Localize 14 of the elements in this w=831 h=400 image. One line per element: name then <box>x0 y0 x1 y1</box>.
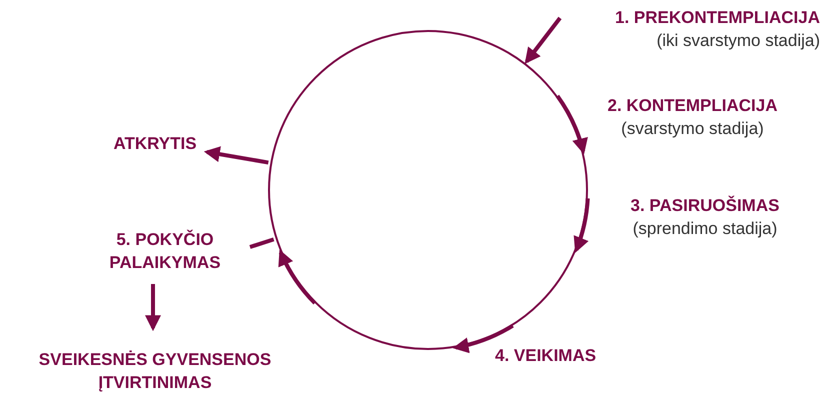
stage-label: SVEIKESNĖS GYVENSENOS ĮTVIRTINIMAS <box>0 348 310 394</box>
arrow <box>524 16 562 64</box>
arrow <box>204 146 269 165</box>
stage-label: 5. POKYČIO PALAIKYMAS <box>70 228 260 274</box>
stage-subtitle: (iki svarstymo stadija) <box>656 30 820 52</box>
stage-title: 1. PREKONTEMPLIACIJA <box>614 7 820 29</box>
arrow <box>145 284 161 332</box>
stage-label: 4. VEIKIMAS <box>495 344 640 367</box>
stage-title: 3. PASIRUOŠIMAS <box>630 194 780 217</box>
stage-subtitle: (svarstymo stadija) <box>620 118 765 140</box>
connector-line <box>249 238 274 249</box>
stage-label: ATKRYTIS <box>80 132 230 155</box>
stage-subtitle: (sprendimo stadija) <box>632 218 778 240</box>
stage-title: 2. KONTEMPLIACIJA <box>606 95 779 117</box>
